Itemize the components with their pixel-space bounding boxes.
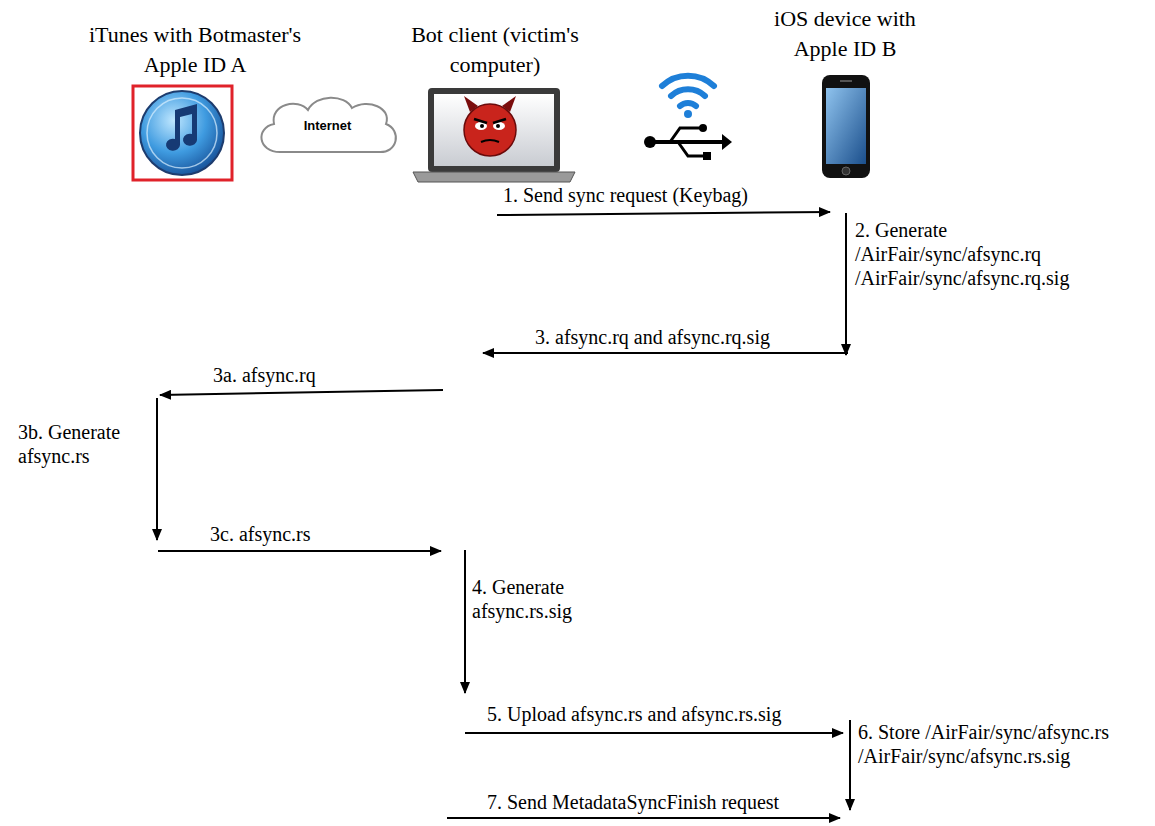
step-label: 1. Send sync request (Keybag) (503, 183, 748, 207)
entity-title: iOS device with Apple ID B (763, 4, 928, 64)
sequence-arrows (157, 212, 850, 818)
itunes-node: iTunes with Botmaster's Apple ID A (75, 20, 315, 185)
step-label: 3. afsync.rq and afsync.rq.sig (535, 325, 770, 349)
entity-title: Bot client (victim's computer) (405, 20, 585, 80)
internet-node: Internet (255, 95, 400, 155)
cloud-label: Internet (255, 95, 400, 155)
step-label: 5. Upload afsync.rs and afsync.rs.sig (487, 702, 781, 726)
step-label: 3b. Generate afsync.rs (18, 420, 143, 468)
step-label: 6. Store /AirFair/sync/afsync.rs /AirFai… (858, 720, 1128, 768)
bot-client-node: Bot client (victim's computer) (400, 20, 590, 185)
step-label: 3c. afsync.rs (210, 522, 311, 546)
itunes-icon (133, 86, 232, 180)
step-label: 7. Send MetadataSyncFinish request (487, 790, 779, 814)
ios-device-node: iOS device with Apple ID B (745, 4, 945, 182)
entity-title: iTunes with Botmaster's Apple ID A (84, 20, 306, 80)
laptop-icon (413, 88, 575, 182)
step-label: 2. Generate /AirFair/sync/afsync.rq /Air… (855, 218, 1120, 290)
phone-icon (822, 75, 870, 178)
step-label: 4. Generate afsync.rs.sig (472, 575, 612, 623)
wifi-usb-icon (644, 76, 732, 160)
step-label: 3a. afsync.rq (213, 363, 316, 387)
